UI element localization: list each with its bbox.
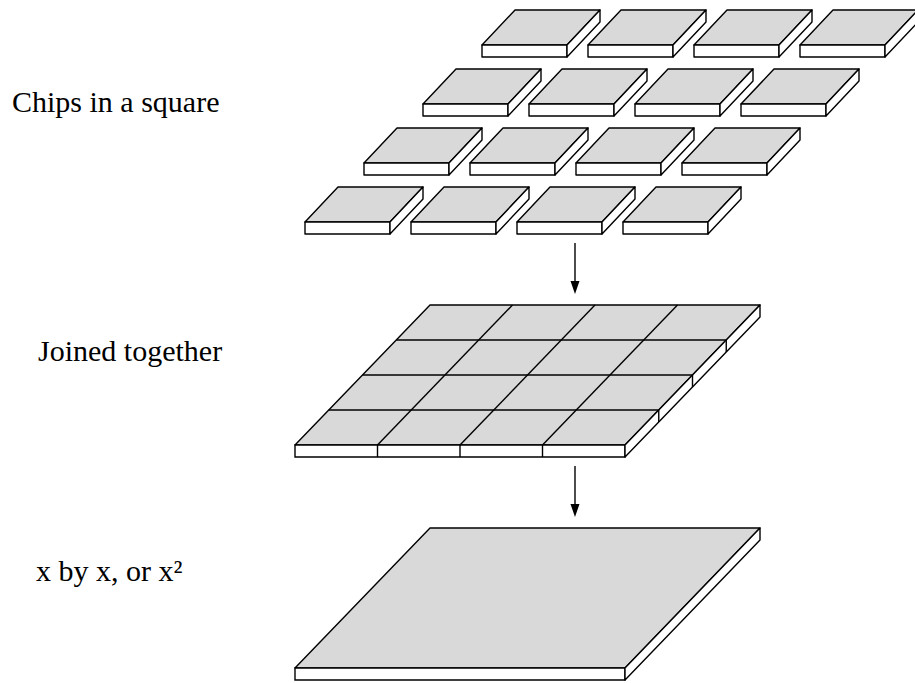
chip [517,187,635,234]
down-arrow [571,243,580,294]
stage-label: Chips in a square [12,84,219,120]
chip [411,187,529,234]
seam [377,445,378,457]
chip-seams [329,305,727,457]
slab-side [625,305,760,457]
joined-slab [295,305,760,457]
solid-square [295,528,760,680]
chip [635,69,753,116]
chip [588,10,706,57]
seam [692,375,693,387]
seam [658,410,659,422]
arrow-shaft [574,466,575,506]
arrow-shaft [574,243,575,283]
chip [305,187,423,234]
square-side [625,528,760,680]
seam [542,445,543,457]
seam [459,445,460,457]
separate-chips [305,10,915,234]
chip [423,69,541,116]
chip [682,128,800,175]
slab-top [295,305,760,445]
chip [470,128,588,175]
arrow-head [571,504,580,517]
chip [623,187,741,234]
chip [576,128,694,175]
chip [529,69,647,116]
seam [460,305,595,445]
chip [364,128,482,175]
square-front [295,668,625,680]
stage-label: Joined together [38,333,222,369]
seam [726,340,727,352]
slab-front [295,445,625,457]
chip [482,10,600,57]
chip [694,10,812,57]
arrow-head [571,281,580,294]
square-top [295,528,760,668]
down-arrow [571,466,580,517]
stage-label: x by x, or x² [36,553,182,589]
chip [741,69,859,116]
seam [378,305,513,445]
seam [543,305,678,445]
chip [800,10,915,57]
